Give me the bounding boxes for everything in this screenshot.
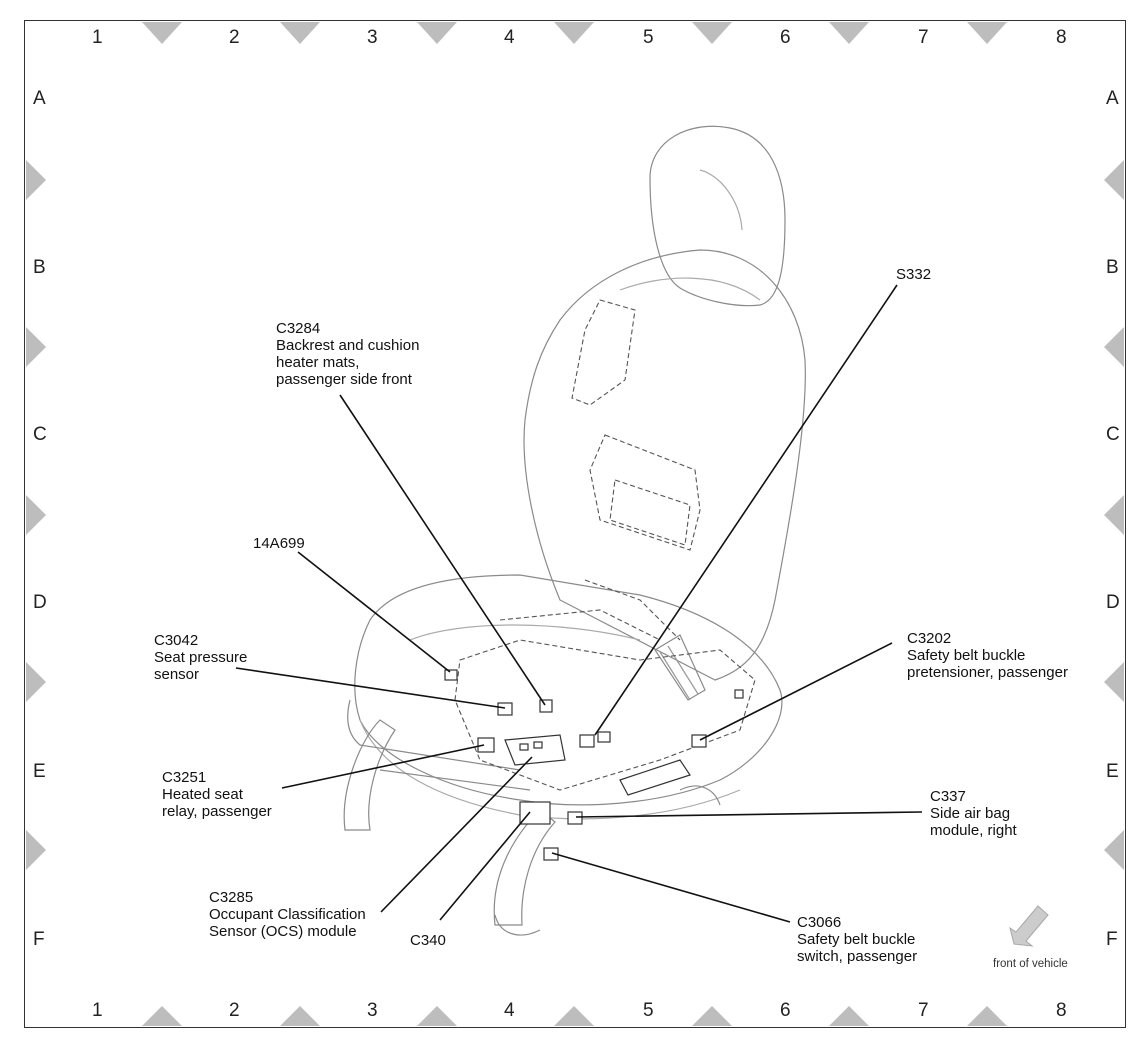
col-label-5-top: 5 xyxy=(643,27,654,48)
callout-c3285: C3285 Occupant Classification Sensor (OC… xyxy=(209,889,366,940)
callout-c3285-desc-1: Occupant Classification xyxy=(209,906,366,923)
callout-c3284-desc-1: Backrest and cushion xyxy=(276,337,420,354)
callout-c340: C340 xyxy=(410,932,446,949)
col-label-8-bottom: 8 xyxy=(1056,1000,1067,1021)
callout-c3251-desc-1: Heated seat xyxy=(162,786,243,803)
row-label-c-right: C xyxy=(1106,424,1120,445)
callout-c3202-code: C3202 xyxy=(907,630,952,647)
callout-c3042-desc-2: sensor xyxy=(154,666,200,683)
row-label-d-right: D xyxy=(1106,592,1120,613)
row-label-b-right: B xyxy=(1106,257,1119,278)
grid-marker-top xyxy=(280,22,320,44)
grid-marker-left xyxy=(26,327,46,367)
grid-marker-right xyxy=(1104,327,1124,367)
col-label-4-bottom: 4 xyxy=(504,1000,515,1021)
grid-marker-bottom xyxy=(280,1006,320,1026)
row-label-a-right: A xyxy=(1106,88,1119,109)
grid-marker-left xyxy=(26,830,46,870)
callout-c3202: C3202 Safety belt buckle pretensioner, p… xyxy=(907,630,1068,681)
col-label-7-top: 7 xyxy=(918,27,929,48)
callout-14a699-code: 14A699 xyxy=(253,535,305,552)
row-label-f-left: F xyxy=(33,929,45,950)
callout-c3066-desc-1: Safety belt buckle xyxy=(797,931,916,948)
col-label-4-top: 4 xyxy=(504,27,515,48)
col-label-1-bottom: 1 xyxy=(92,1000,103,1021)
grid-marker-top xyxy=(829,22,869,44)
front-of-vehicle-arrow-icon xyxy=(1009,905,1049,947)
callout-c3066: C3066 Safety belt buckle switch, passeng… xyxy=(797,914,917,965)
row-label-d-left: D xyxy=(33,592,47,613)
callout-c3251: C3251 Heated seat relay, passenger xyxy=(162,769,272,820)
grid-markers xyxy=(26,22,1124,1026)
grid-marker-top xyxy=(692,22,732,44)
col-label-3-top: 3 xyxy=(367,27,378,48)
grid-marker-bottom xyxy=(692,1006,732,1026)
grid-marker-bottom xyxy=(554,1006,594,1026)
callout-s332-code: S332 xyxy=(896,266,932,283)
callout-c337-desc-1: Side air bag xyxy=(930,805,1011,822)
callout-c340-code: C340 xyxy=(410,932,446,949)
connector-parts xyxy=(444,669,744,861)
internal-components xyxy=(454,299,756,791)
callout-c3284-desc-3: passenger side front xyxy=(276,371,412,388)
col-label-8-top: 8 xyxy=(1056,27,1067,48)
callout-c3202-desc-1: Safety belt buckle xyxy=(907,647,1026,664)
grid-marker-top xyxy=(554,22,594,44)
callout-c3284-code: C3284 xyxy=(276,320,321,337)
col-label-7-bottom: 7 xyxy=(918,1000,929,1021)
callout-c3251-code: C3251 xyxy=(162,769,207,786)
col-label-3-bottom: 3 xyxy=(367,1000,378,1021)
callout-c337: C337 Side air bag module, right xyxy=(930,788,1017,839)
grid-marker-top xyxy=(967,22,1007,44)
leader-lines xyxy=(235,284,923,923)
row-label-c-left: C xyxy=(33,424,47,445)
row-label-e-left: E xyxy=(33,761,46,782)
front-of-vehicle-label: front of vehicle xyxy=(993,958,1068,970)
callout-c3066-code: C3066 xyxy=(797,914,842,931)
callout-c3202-desc-2: pretensioner, passenger xyxy=(907,664,1068,681)
grid-marker-bottom xyxy=(967,1006,1007,1026)
col-label-2-top: 2 xyxy=(229,27,240,48)
callout-c3285-desc-2: Sensor (OCS) module xyxy=(209,923,357,940)
callout-c3284-desc-2: heater mats, xyxy=(276,354,360,371)
callout-c3066-desc-2: switch, passenger xyxy=(797,948,918,965)
col-label-2-bottom: 2 xyxy=(229,1000,240,1021)
grid-marker-right xyxy=(1104,160,1124,200)
grid-marker-top xyxy=(417,22,457,44)
callout-c3284: C3284 Backrest and cushion heater mats, … xyxy=(276,320,419,388)
grid-marker-top xyxy=(142,22,182,44)
row-label-f-right: F xyxy=(1106,929,1118,950)
grid-marker-right xyxy=(1104,662,1124,702)
col-label-5-bottom: 5 xyxy=(643,1000,654,1021)
grid-marker-left xyxy=(26,495,46,535)
grid-marker-bottom xyxy=(142,1006,182,1026)
grid-marker-bottom xyxy=(417,1006,457,1026)
callout-c3042-desc-1: Seat pressure xyxy=(154,649,248,666)
col-label-6-top: 6 xyxy=(780,27,791,48)
grid-marker-right xyxy=(1104,495,1124,535)
row-label-b-left: B xyxy=(33,257,46,278)
callout-c3042: C3042 Seat pressure sensor xyxy=(154,632,247,683)
callout-c3285-code: C3285 xyxy=(209,889,254,906)
row-label-a-left: A xyxy=(33,88,46,109)
callout-c337-code: C337 xyxy=(930,788,966,805)
callout-s332: S332 xyxy=(896,266,931,283)
callout-14a699: 14A699 xyxy=(253,535,305,552)
callout-c3042-code: C3042 xyxy=(154,632,199,649)
col-label-6-bottom: 6 xyxy=(780,1000,791,1021)
callout-c337-desc-2: module, right xyxy=(930,822,1017,839)
col-label-1-top: 1 xyxy=(92,27,103,48)
grid-marker-right xyxy=(1104,830,1124,870)
grid-marker-bottom xyxy=(829,1006,869,1026)
grid-marker-left xyxy=(26,160,46,200)
grid-marker-left xyxy=(26,662,46,702)
row-label-e-right: E xyxy=(1106,761,1119,782)
callout-c3251-desc-2: relay, passenger xyxy=(162,803,272,820)
